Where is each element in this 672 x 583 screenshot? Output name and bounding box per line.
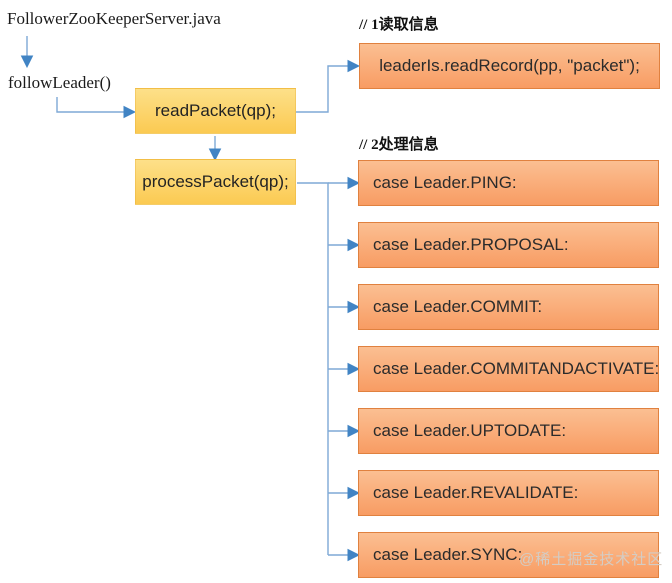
case-box: case Leader.PING: [358, 160, 659, 206]
connector-trunk [297, 182, 329, 555]
case-box: case Leader.UPTODATE: [358, 408, 659, 454]
follow-leader-label: followLeader() [8, 73, 111, 92]
leaderis-readrecord-box: leaderIs.readRecord(pp, "packet"); [359, 43, 660, 89]
comment-read-info: // 1读取信息 [359, 17, 439, 33]
read-packet-box: readPacket(qp); [135, 88, 296, 134]
arrow-readpacket-to-leaderis [296, 59, 361, 113]
case-box: case Leader.COMMITANDACTIVATE: [358, 346, 659, 392]
case-box: case Leader.PROPOSAL: [358, 222, 659, 268]
arrow-followleader-to-readpacket [56, 97, 137, 119]
case-box: case Leader.COMMIT: [358, 284, 659, 330]
file-title: FollowerZooKeeperServer.java [7, 9, 221, 28]
comment-process-info: // 2处理信息 [359, 137, 439, 153]
case-box: case Leader.SYNC: [358, 532, 659, 578]
watermark: @稀土掘金技术社区 [519, 551, 664, 568]
process-packet-box: processPacket(qp); [135, 159, 296, 205]
case-box: case Leader.REVALIDATE: [358, 470, 659, 516]
